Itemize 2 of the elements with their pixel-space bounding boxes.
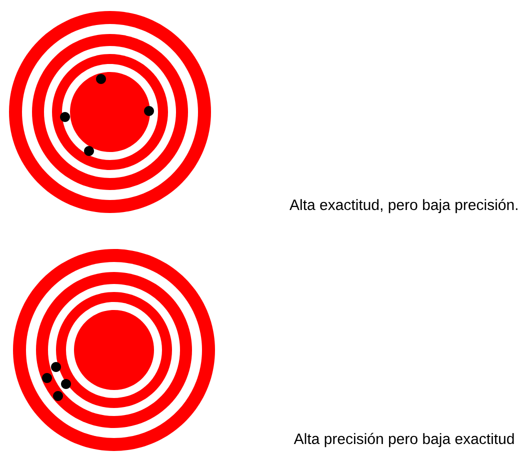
caption: Alta exactitud, pero baja precisión.: [290, 198, 518, 214]
caption: Alta precisión pero baja exactitud: [294, 432, 514, 448]
